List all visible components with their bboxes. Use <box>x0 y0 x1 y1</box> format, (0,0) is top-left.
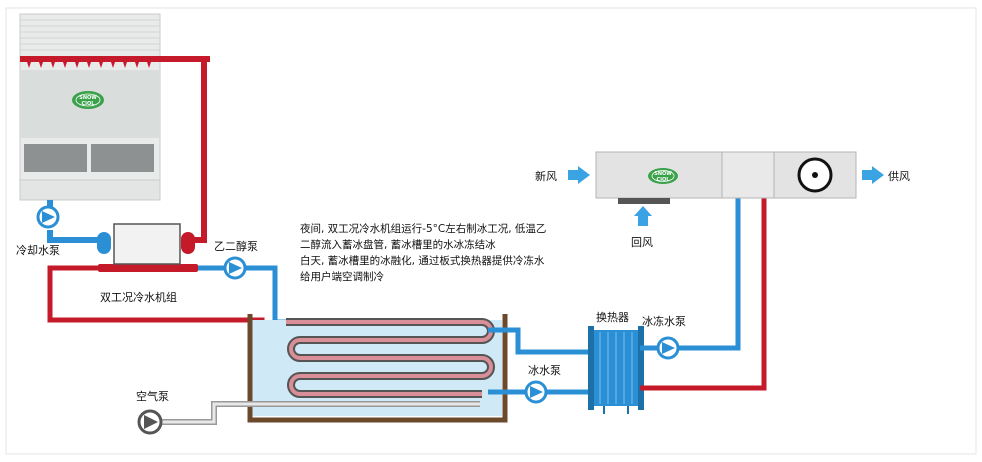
operation-note: 夜间, 双工况冷水机组运行-5°C左右制冰工况, 低温乙 二醇流入蓄冰盘管, 蓄… <box>300 222 546 283</box>
glycol-pump-label: 乙二醇泵 <box>214 239 258 253</box>
chiller-condenser-inlet <box>97 232 111 254</box>
brand-logo: SNOW CIOL <box>72 91 104 109</box>
return-air-grille <box>618 198 670 204</box>
dual-condition-chiller <box>97 223 198 272</box>
note-line-1: 夜间, 双工况冷水机组运行-5°C左右制冰工况, 低温乙 <box>300 222 546 235</box>
air-handling-unit: SNOW CIOL <box>595 151 857 204</box>
heat-exchanger-end-plate-left <box>588 326 594 410</box>
fresh-air-label: 新风 <box>535 169 557 183</box>
cooling-tower: SNOW CIOL <box>19 13 210 201</box>
chiller-label: 双工况冷水机组 <box>100 290 177 304</box>
air-inlet-louver-left <box>24 144 87 172</box>
ahu-coil-section <box>721 151 775 199</box>
supply-air-label: 供风 <box>888 169 910 183</box>
ice-water-pump-label: 冰水泵 <box>528 364 561 377</box>
chilled-water-loop-pipes <box>640 166 767 391</box>
plate-heat-exchanger <box>588 326 644 414</box>
glycol-pump-icon <box>223 256 247 280</box>
heat-exchanger-label: 换热器 <box>596 310 629 324</box>
air-inlet-louver-right <box>91 144 154 172</box>
chiller-evaporator-pipe <box>98 264 198 272</box>
tower-spray-header-pipe <box>20 56 210 62</box>
fresh-air-arrow-icon <box>568 166 590 184</box>
ice-storage-coils <box>286 318 495 398</box>
cooling-water-pump-icon <box>36 205 60 229</box>
frame <box>5 7 977 455</box>
ice-water-loop-pipes <box>488 327 592 395</box>
chiller-body <box>113 223 181 265</box>
logo-text-2: CIOL <box>82 101 96 107</box>
spray-nozzles <box>27 62 151 68</box>
heat-exchanger-end-plate-right <box>638 326 644 410</box>
ahu-brand-logo: SNOW CIOL <box>648 168 678 184</box>
fan-icon <box>797 157 833 193</box>
air-pump-label: 空气泵 <box>136 389 169 403</box>
ahu-logo-text-1: SNOW <box>654 171 672 177</box>
ahu-logo-text-2: CIOL <box>657 177 671 183</box>
logo-text-1: SNOW <box>79 95 97 101</box>
air-pump-icon <box>137 409 163 435</box>
tower-fill-slats <box>20 19 160 51</box>
chiller-condenser-outlet <box>181 232 195 254</box>
note-line-4: 给用户端空调制冷 <box>300 270 384 283</box>
note-line-2: 二醇流入蓄冰盘管, 蓄冰槽里的水冰冻结冰 <box>300 238 496 251</box>
return-air-arrow-icon <box>634 206 652 226</box>
chilled-water-pump-label: 冰冻水泵 <box>642 314 686 328</box>
tower-basin <box>19 179 161 201</box>
chilled-water-pump-icon <box>656 336 680 360</box>
tank-wall <box>247 314 508 423</box>
return-air-label: 回风 <box>631 236 653 249</box>
supply-air-arrow-icon <box>862 166 884 184</box>
note-line-3: 白天, 蓄冰槽里的冰融化, 通过板式换热器提供冷冻水 <box>300 254 545 267</box>
ice-water-pump-icon <box>524 380 548 404</box>
cooling-pump-label: 冷却水泵 <box>16 244 60 257</box>
air-pipe <box>160 401 480 425</box>
